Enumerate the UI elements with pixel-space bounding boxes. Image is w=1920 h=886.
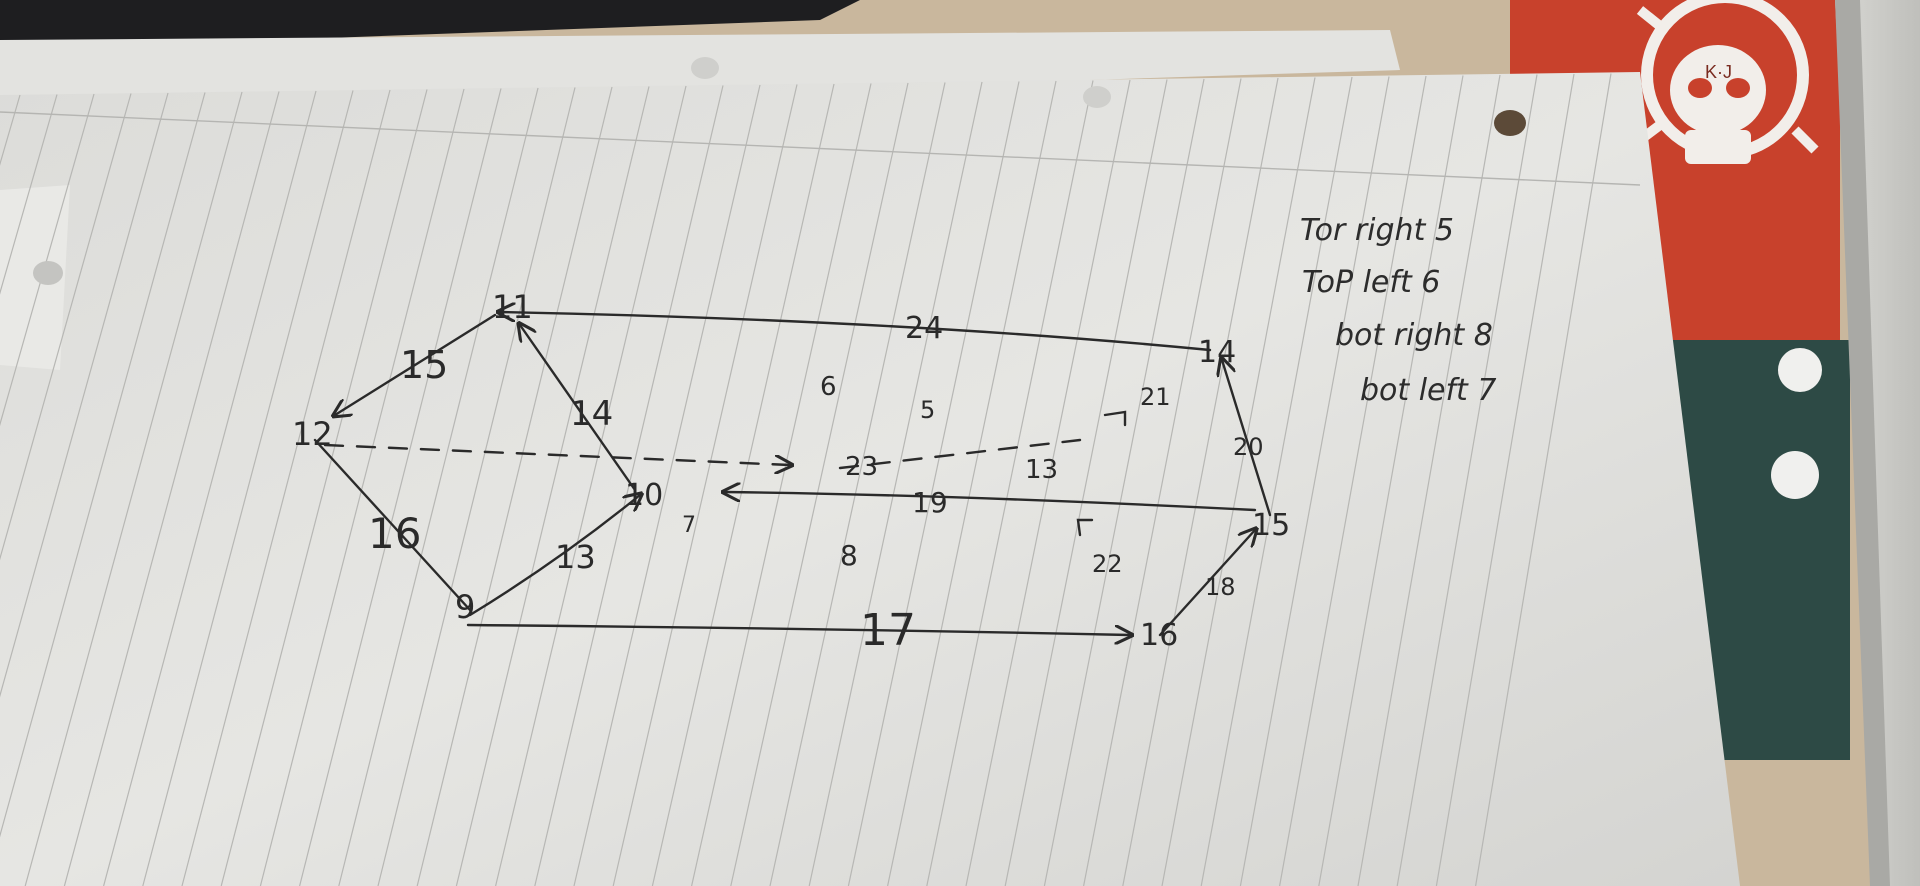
box-edge [1835,0,1920,886]
ruled-line [808,81,983,886]
vertex-label-11: 11 [492,288,533,326]
ruled-line [299,88,502,886]
punch-holes [33,57,1526,285]
ruled-line [1161,77,1316,886]
face-label-8: 8 [840,539,858,572]
edge-11-12 [335,313,497,415]
ruled-line [181,89,391,886]
ruled-line [534,85,724,886]
edge-label-13b: 13 [1025,455,1058,485]
ruled-line [0,92,169,698]
ruled-line [220,89,428,886]
edge-14-11 [500,312,1212,352]
ruled-line [455,86,650,886]
ruled-line [1475,73,1612,886]
ruled-line [63,91,280,886]
edge-labels: 15 14 16 13 24 23 13 19 17 20 18 21 22 [368,311,1264,656]
ruled-line [1004,79,1168,886]
ruled-line [1279,75,1427,886]
vertex-label-16: 16 [1140,618,1178,653]
ruled-line [377,87,576,886]
edge-label-22: 22 [1092,550,1123,578]
ruled-line [1396,74,1538,886]
ruled-line [1239,76,1390,886]
ruled-line [1083,78,1242,886]
ruled-line [926,80,1094,886]
vertex-label-12: 12 [292,415,333,453]
note-line-1: Tor right 5 [1300,213,1454,248]
ruled-line [0,92,206,838]
ruled-line [1200,76,1353,886]
edge-label-13: 13 [555,538,596,576]
ruled-lines [0,73,1612,886]
edge-22-marker [1076,518,1094,537]
edge-label-16: 16 [368,509,421,558]
edge-label-19: 19 [912,486,948,519]
ruled-line [887,80,1057,886]
edge-label-20: 20 [1233,433,1264,461]
edge-label-24: 24 [905,311,943,346]
handwritten-notes: Tor right 5 ToP left 6 bot right 8 bot l… [1300,213,1496,408]
edge-label-21: 21 [1140,383,1171,411]
edge-9-16 [466,623,1130,635]
note-line-3: bot right 8 [1335,318,1493,353]
edge-label-18: 18 [1205,573,1236,601]
ruled-line [1122,77,1279,886]
ruled-line [495,85,687,886]
face-labels: 6 5 7 8 [682,372,935,572]
ruled-line [416,86,613,886]
ruled-line [0,93,132,561]
face-label-6: 6 [820,372,837,402]
note-line-2: ToP left 6 [1302,265,1440,300]
ruled-line [965,79,1131,886]
edge-label-23: 23 [845,452,878,482]
ruled-line [103,90,317,886]
vertex-label-14: 14 [1198,335,1236,370]
ruled-line [691,83,872,886]
edge-15-14 [1222,360,1272,517]
paper-margin-line [0,111,1641,186]
ruled-line [24,91,243,886]
edge-16-15 [1158,530,1255,637]
face-label-5: 5 [920,396,935,424]
ruled-line [0,93,95,427]
ruled-line [1357,74,1501,886]
edge-21-marker [1103,410,1127,427]
paper-sheet [0,72,1740,886]
ruled-line [0,94,58,295]
vertex-labels: 11 12 10 9 14 16 15 [292,288,1290,653]
ruled-line [730,82,909,886]
ruled-line [1043,78,1205,886]
badge-monogram: K·J [1705,62,1732,82]
note-line-4: bot left 7 [1360,373,1496,408]
ruled-line [847,81,1020,886]
edge-12-10-hidden [323,443,790,465]
edge-label-15: 15 [400,343,448,387]
ruled-line [1318,75,1464,886]
ruled-line [769,82,946,886]
ruled-line [612,84,798,886]
edge-label-14: 14 [570,394,613,434]
edge-12-9 [313,438,472,612]
ruled-line [573,84,761,886]
vertex-label-10: 10 [625,478,663,513]
ruled-line [338,87,539,886]
edge-hidden-right [838,438,1082,470]
edge-10-11 [520,325,637,492]
ruled-line [259,88,465,886]
edge-9-10 [468,495,640,617]
edge-15-10 [725,492,1257,512]
edge-label-17: 17 [860,605,916,656]
vertex-label-15: 15 [1252,508,1290,543]
ruled-line [1435,73,1575,886]
skull-emblem-icon: K·J [1636,0,1819,164]
vertex-label-9: 9 [455,588,475,626]
dark-object [0,0,860,50]
ruled-line [142,90,354,886]
ruled-line [651,83,835,886]
face-label-7: 7 [682,513,696,538]
diagram-edges [313,312,1272,637]
